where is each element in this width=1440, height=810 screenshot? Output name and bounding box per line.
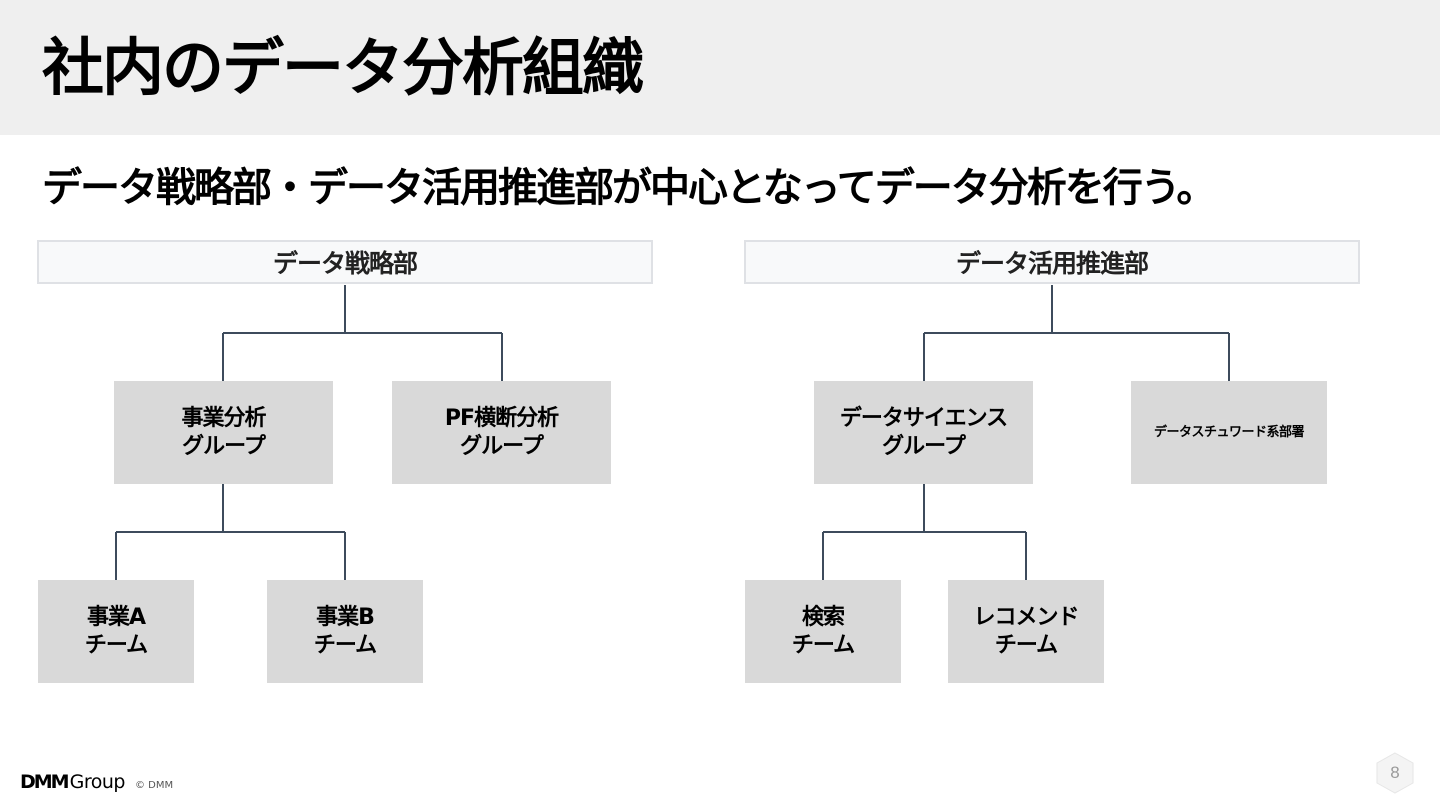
team-business-a: 事業A チーム (38, 580, 194, 683)
dept-data-utilization: データ活用推進部 (744, 240, 1360, 284)
team-business-b: 事業B チーム (267, 580, 423, 683)
copyright-text: © DMM (134, 780, 174, 791)
logo-group-text: Group (69, 771, 126, 793)
team-recommend: レコメンド チーム (948, 580, 1104, 683)
page-number-badge: 8 (1376, 752, 1414, 794)
logo-dmm-text: DMM (20, 771, 70, 793)
dept-data-strategy: データ戦略部 (37, 240, 653, 284)
page-number: 8 (1390, 763, 1400, 782)
group-business-analysis: 事業分析 グループ (114, 381, 333, 484)
dmm-group-logo: DMM Group © DMM (20, 771, 173, 793)
hexagon-icon (1376, 752, 1414, 794)
title-banner: 社内のデータ分析組織 (0, 0, 1440, 135)
group-data-steward: データスチュワード系部署 (1131, 381, 1327, 484)
team-search: 検索 チーム (745, 580, 901, 683)
group-data-science: データサイエンス グループ (814, 381, 1033, 484)
page-title: 社内のデータ分析組織 (42, 31, 644, 104)
group-pf-cross-analysis: PF横断分析 グループ (392, 381, 611, 484)
page-subtitle: データ戦略部・データ活用推進部が中心となってデータ分析を行う。 (42, 165, 1216, 211)
